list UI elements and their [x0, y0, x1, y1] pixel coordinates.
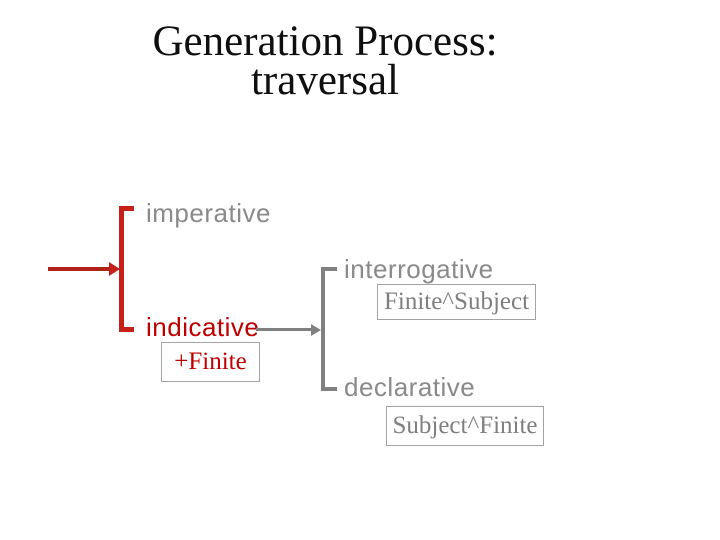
- label-indicative: indicative: [146, 312, 260, 342]
- label-imperative: imperative: [146, 198, 271, 228]
- feature-box-plus-finite: +Finite: [161, 342, 260, 382]
- feature-box-plus-finite-text: +Finite: [174, 348, 247, 375]
- slide-title: Generation Process: traversal: [0, 18, 650, 104]
- feature-box-finite-subject-text: Finite^Subject: [383, 288, 530, 315]
- indicative-connector-arrow-head-icon: [311, 324, 321, 336]
- feature-box-subject-finite-text: Subject^Finite: [392, 412, 538, 439]
- slide-title-line2: traversal: [250, 57, 400, 104]
- feature-box-subject-finite: Subject^Finite: [386, 406, 544, 446]
- entry-arrow-head-icon: [109, 262, 120, 276]
- slide-title-line1: Generation Process:: [152, 18, 498, 65]
- label-interrogative: interrogative: [344, 254, 494, 284]
- indicative-connector-line: [256, 328, 312, 331]
- feature-box-finite-subject: Finite^Subject: [377, 284, 536, 320]
- indicative-subtype-bracket: [321, 267, 337, 391]
- label-declarative: declarative: [344, 372, 476, 402]
- entry-arrow-line: [48, 267, 110, 271]
- mood-bracket: [119, 206, 134, 332]
